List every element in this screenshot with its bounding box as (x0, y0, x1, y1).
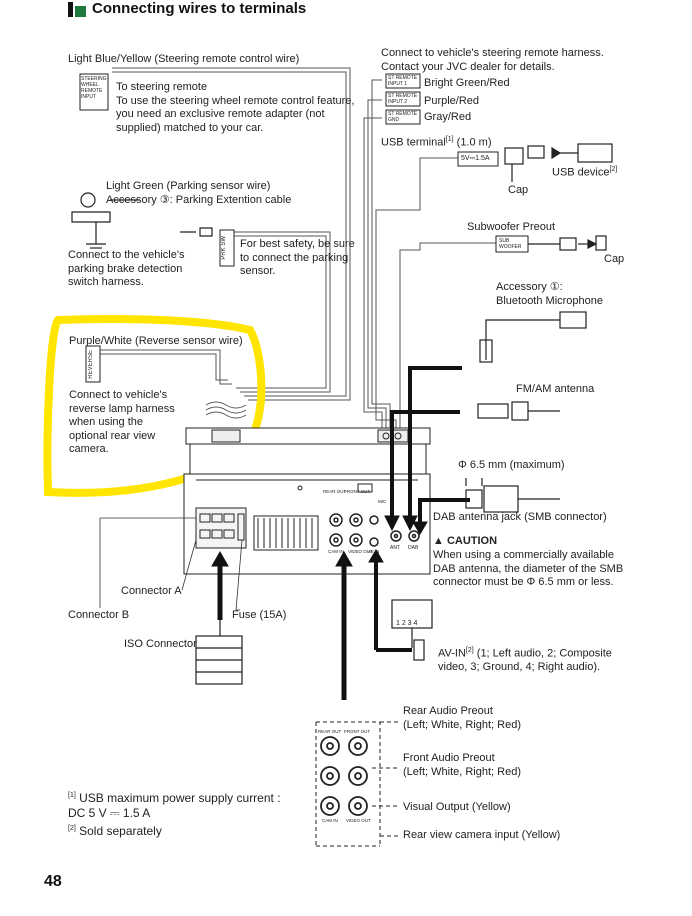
sub-tag: SUB WOOFER (499, 238, 522, 250)
page-title: Connecting wires to terminals (92, 0, 307, 17)
subwoofer-label: Subwoofer Preout (467, 221, 556, 233)
section-icon (68, 2, 86, 17)
jvc-harness-label: Connect to vehicle's steering remote har… (381, 47, 604, 73)
unit-rear-out: REAR OUT (323, 489, 347, 494)
bt-mic-label: Accessory ①: Bluetooth Microphone (496, 281, 604, 307)
av-in-plug (391, 599, 433, 661)
bluetooth-mic (479, 311, 587, 363)
caution-title: ▲ CAUTION (433, 535, 498, 547)
light-blue-yellow-label: Light Blue/Yellow (Steering remote contr… (68, 53, 300, 65)
tag-boxes (79, 73, 529, 383)
parking-safety-label: For best safety, be sure to connect the … (240, 238, 355, 277)
st-remote-2-label: Purple/Red (424, 95, 480, 107)
parking-brake-label: Connect to the vehicle's parking brake d… (68, 249, 185, 288)
purple-white-label: Purple/White (Reverse sensor wire) (69, 335, 243, 347)
rear-preout-label: Rear Audio Preout (Left; White, Right; R… (403, 705, 521, 731)
reverse-lamp-label: Connect to vehicle's reverse lamp harnes… (69, 389, 175, 455)
parking-brake-switch (71, 192, 213, 249)
rca-bundle (315, 721, 398, 847)
steering-remote-note: To steering remote To use the steering w… (116, 81, 355, 134)
dab-diameter-label: Φ 6.5 mm (maximum) (458, 459, 565, 471)
rca-cam-tag: CAM IN (322, 818, 338, 823)
usb-hardware (504, 143, 613, 182)
rear-cam-label: Rear view camera input (Yellow) (403, 829, 561, 841)
connector-b-label: Connector B (68, 609, 130, 621)
harness-wires (100, 67, 500, 432)
dab-plug (465, 478, 560, 513)
rca-front-tag: FRONT OUT (344, 729, 371, 734)
fuse-label: Fuse (15A) (232, 609, 287, 621)
page-number: 48 (44, 873, 62, 890)
wire-bundle (205, 401, 247, 419)
leader-lines (99, 517, 243, 611)
unit-ant: ANT (390, 545, 400, 551)
sub-cap-label: Cap (604, 253, 625, 265)
visual-out-label: Visual Output (Yellow) (403, 801, 511, 813)
st-remote-2-tag: ST REMOTE INPUT 2 (388, 93, 418, 105)
rca-rear-tag: REAR OUT (318, 729, 342, 734)
usb-terminal-label: USB terminal[1] (1.0 m) (381, 136, 492, 149)
connection-arrows (211, 366, 470, 700)
reverse-tag: REVERSE (88, 350, 94, 379)
front-preout-label: Front Audio Preout (Left; White, Right; … (403, 752, 521, 778)
unit-cam: CAM IN (328, 549, 344, 554)
steering-tag: STEERING WHEEL REMOTE INPUT (81, 76, 107, 100)
unit-vout: VIDEO OUT (348, 549, 373, 554)
unit-avin: AV IN (368, 549, 380, 554)
unit-dab: DAB (408, 545, 419, 551)
footnote-2: [2] Sold separately (68, 824, 162, 838)
light-green-label: Light Green (Parking sensor wire) Access… (106, 180, 292, 206)
st-remote-1-tag: ST REMOTE INPUT 1 (388, 75, 418, 87)
st-remote-1-label: Bright Green/Red (424, 77, 510, 89)
footnote-1: [1] USB maximum power supply current : D… (68, 791, 281, 820)
subwoofer-plug (528, 235, 607, 251)
unit-mic: MIC (378, 499, 387, 504)
iso-connector-label: ISO Connector (124, 638, 197, 650)
rca-vout-tag: VIDEO OUT (346, 818, 371, 823)
unit-front-out: FRONT OUT (344, 489, 371, 494)
connector-a-label: Connector A (121, 585, 182, 597)
st-remote-gnd-tag: ST REMOTE GND (388, 111, 418, 123)
usb-cap-label: Cap (508, 184, 529, 196)
usb-rating-tag: 5V⎓1.5A (461, 155, 490, 162)
av-pins-label: 1 2 3 4 (396, 620, 418, 627)
dab-jack-label: DAB antenna jack (SMB connector) (433, 511, 607, 523)
caution-text: When using a commercially available DAB … (433, 549, 624, 588)
av-in-label: AV-IN[2] (1; Left audio, 2; Composite vi… (438, 647, 612, 674)
st-remote-gnd-label: Gray/Red (424, 111, 472, 123)
iso-connector (195, 620, 243, 685)
prk-sw-tag: PRK SW (221, 236, 227, 260)
fm-am-plug (477, 401, 560, 421)
usb-device-label: USB device[2] (552, 166, 618, 179)
fm-am-label: FM/AM antenna (516, 383, 595, 395)
